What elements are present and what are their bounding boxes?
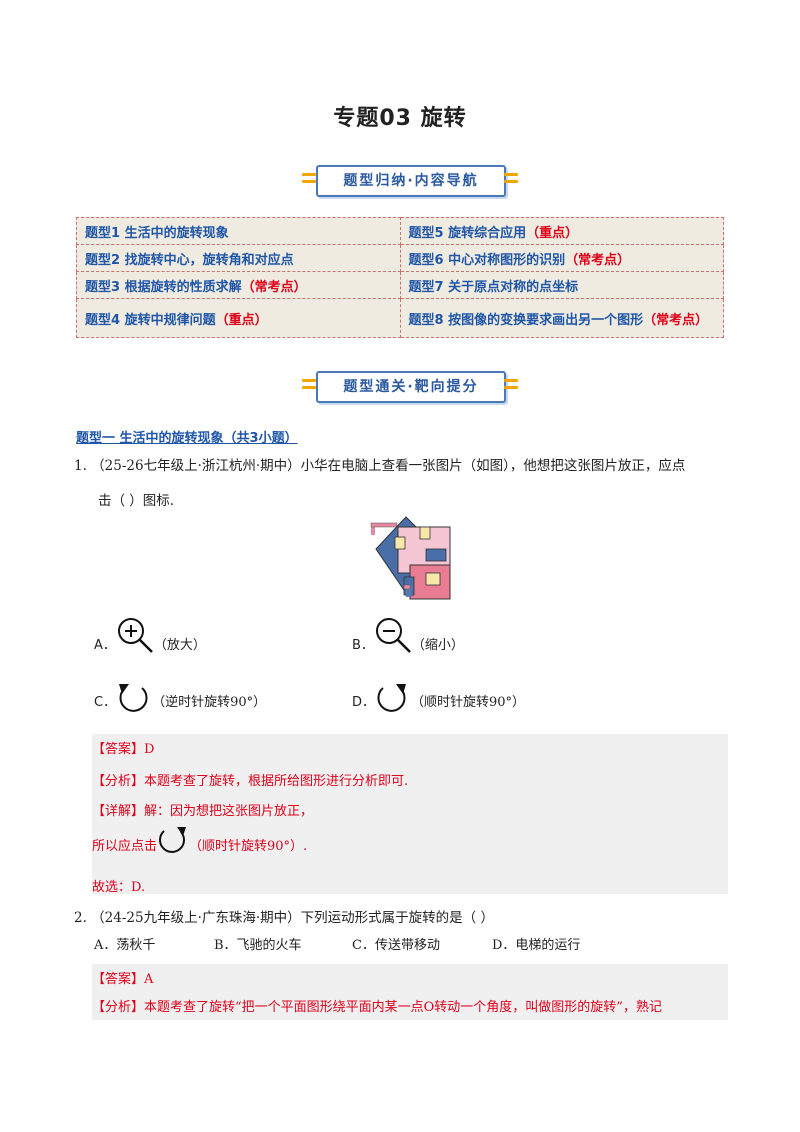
rotated-house-image [370, 516, 451, 600]
page-title: 专题03 旋转 [333, 106, 467, 131]
section-banner-practice: 题型通关·靶向提分 [302, 371, 532, 403]
detail-line: 【详解】解：因为想把这张图片放正， [92, 804, 314, 819]
banner-label: 题型归纳·内容导航 [316, 165, 506, 197]
answer-line: 【答案】D [92, 742, 155, 757]
question-1-text: 1. （25-26七年级上·浙江杭州·期中）小华在电脑上查看一张图片（如图），他… [74, 458, 686, 474]
zoom-out-icon [375, 618, 411, 653]
section-heading[interactable]: 题型一 生活中的旋转现象（共3小题） [76, 431, 298, 446]
topic-cell[interactable]: 题型6 中心对称图形的识别（常考点） [399, 244, 724, 272]
rotate-counterclockwise-icon [119, 684, 148, 712]
table-row: 题型4 旋转中规律问题（重点） 题型8 按图像的变换要求画出另一个图形（常考点） [76, 298, 724, 338]
answer-line: 【答案】A [92, 972, 154, 987]
q2-option-d[interactable]: D．电梯的运行 [492, 938, 581, 953]
equals-ornament-icon [302, 379, 316, 391]
equals-ornament-icon [504, 173, 518, 185]
q2-option-b[interactable]: B．飞驰的火车 [214, 938, 302, 953]
section-banner-navigation: 题型归纳·内容导航 [302, 165, 532, 197]
topic-cell[interactable]: 题型5 旋转综合应用（重点） [399, 217, 724, 245]
answer-box-2: 【答案】A 【分析】本题考查了旋转“把一个平面图形绕平面内某一点O转动一个角度，… [92, 964, 728, 1020]
option-c[interactable]: C． （逆时针旋转90°） [94, 684, 266, 714]
question-2-text: 2. （24-25九年级上·广东珠海·期中）下列运动形式属于旋转的是（ ） [74, 910, 494, 926]
rotate-clockwise-icon [377, 684, 407, 712]
answer-box-1: 【答案】D 【分析】本题考查了旋转，根据所给图形进行分析即可. 【详解】解：因为… [92, 734, 728, 895]
topic-cell[interactable]: 题型3 根据旋转的性质求解（常考点） [76, 271, 401, 299]
analysis-line: 【分析】本题考查了旋转“把一个平面图形绕平面内某一点O转动一个角度，叫做图形的旋… [92, 1000, 662, 1015]
topic-cell[interactable]: 题型4 旋转中规律问题（重点） [76, 298, 401, 338]
table-row: 题型3 根据旋转的性质求解（常考点） 题型7 关于原点对称的点坐标 [76, 271, 724, 299]
option-b[interactable]: B． （缩小） [352, 618, 464, 656]
topic-table: 题型1 生活中的旋转现象 题型5 旋转综合应用（重点） 题型2 找旋转中心，旋转… [76, 217, 724, 338]
detail-line-2: 所以应点击 （顺时针旋转90°）. [92, 827, 307, 856]
table-row: 题型1 生活中的旋转现象 题型5 旋转综合应用（重点） [76, 217, 724, 245]
analysis-line: 【分析】本题考查了旋转，根据所给图形进行分析即可. [92, 774, 409, 789]
banner-label: 题型通关·靶向提分 [316, 371, 506, 403]
question-1-text-cont: 击（ ）图标. [98, 493, 175, 509]
option-d[interactable]: D． （顺时针旋转90°） [352, 684, 525, 714]
zoom-in-icon [117, 618, 153, 653]
q2-option-c[interactable]: C．传送带移动 [352, 938, 440, 953]
topic-cell[interactable]: 题型8 按图像的变换要求画出另一个图形（常考点） [399, 298, 724, 338]
q2-option-a[interactable]: A．荡秋千 [94, 938, 156, 953]
option-a[interactable]: A． （放大） [94, 618, 206, 656]
rotate-clockwise-icon [159, 827, 187, 853]
equals-ornament-icon [504, 379, 518, 391]
table-row: 题型2 找旋转中心，旋转角和对应点 题型6 中心对称图形的识别（常考点） [76, 244, 724, 272]
choice-line: 故选：D. [92, 880, 146, 895]
equals-ornament-icon [302, 173, 316, 185]
topic-cell[interactable]: 题型1 生活中的旋转现象 [76, 217, 401, 245]
topic-cell[interactable]: 题型2 找旋转中心，旋转角和对应点 [76, 244, 401, 272]
topic-cell[interactable]: 题型7 关于原点对称的点坐标 [399, 271, 724, 299]
